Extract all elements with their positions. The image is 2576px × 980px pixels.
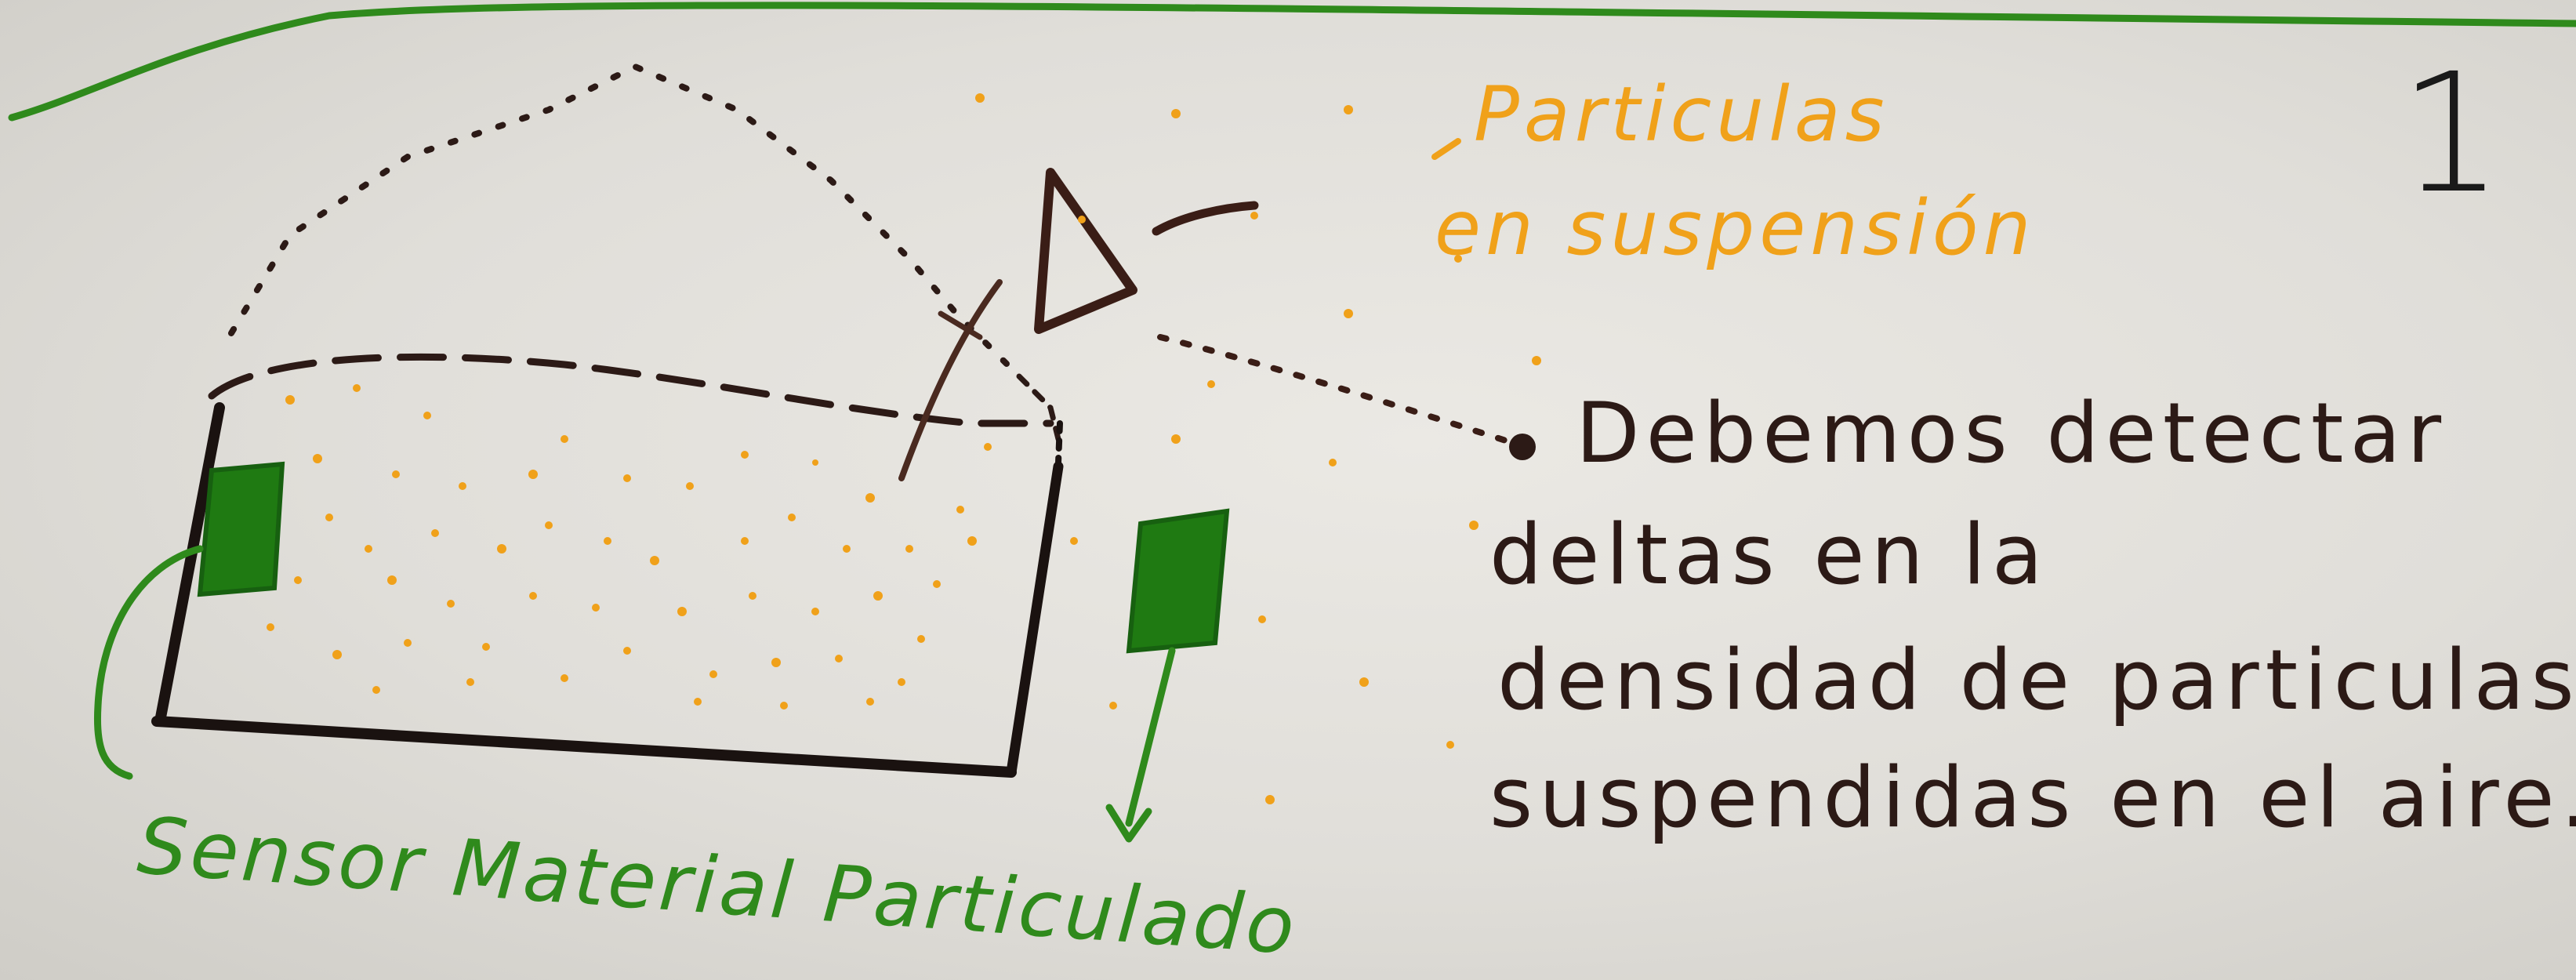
brown-flap-line (898, 279, 1003, 481)
dashed-box-lid (208, 353, 1054, 427)
note-line-1: Debemos detectar (1576, 385, 2448, 481)
box-right-wall-top (1055, 420, 1063, 466)
note-line-3: densidad de particulas (1497, 632, 2576, 728)
left-sensor-icon (93, 461, 285, 780)
brown-flap-cross (938, 310, 983, 340)
right-sensor-icon (1105, 508, 1230, 843)
box-bottom (151, 716, 1017, 778)
note-line-4: suspendidas en el aire. (1489, 750, 2576, 846)
dashed-roof (228, 63, 1014, 372)
box-right-wall (1006, 461, 1064, 778)
pointer-dot (1509, 434, 1536, 460)
dotted-pointer-line (1157, 334, 1516, 446)
page-number: 1 (2399, 38, 2504, 230)
particles-label-line1: Particulas (1474, 71, 1889, 158)
particles-in-box (267, 384, 992, 710)
dashed-lid-corner (1016, 373, 1061, 442)
particles-label-line2: en suspensión (1435, 184, 2036, 272)
triangle-emitter-icon (1034, 168, 1259, 334)
particles-outside (975, 93, 1541, 804)
label-leader-mark (1431, 138, 1461, 160)
note-line-2: deltas en la (1489, 506, 2049, 603)
page-top-margin-line (8, 2, 2576, 122)
box-left-wall (155, 402, 225, 723)
